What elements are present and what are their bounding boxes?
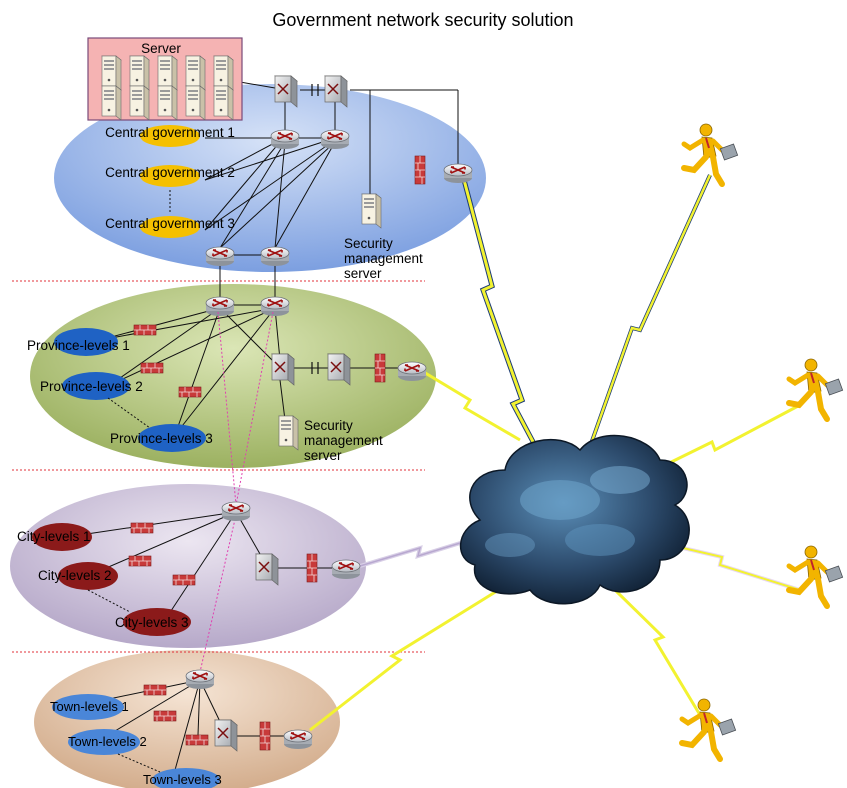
router-icon xyxy=(283,729,313,750)
router-icon xyxy=(397,361,427,382)
city-zone xyxy=(10,484,366,648)
town-level-3-label: Town-levels 3 xyxy=(143,772,222,787)
router-icon xyxy=(320,129,350,150)
firewall-icon xyxy=(172,574,196,586)
server-icon xyxy=(129,85,150,121)
server-icon xyxy=(101,85,122,121)
province-level-3-label: Province-levels 3 xyxy=(110,431,213,446)
firewall-icon xyxy=(374,353,386,383)
province-level-2-label: Province-levels 2 xyxy=(40,379,143,394)
city-level-3-label: City-levels 3 xyxy=(115,615,189,630)
central-government-nodes: Central government 1 Central government … xyxy=(105,125,235,238)
firewall-icon xyxy=(143,684,167,696)
connector-icon xyxy=(311,84,319,96)
server-icon xyxy=(213,85,234,121)
router-icon xyxy=(260,246,290,267)
firewall-icon xyxy=(153,710,177,722)
mobile-user-icon xyxy=(789,359,843,419)
mobile-user-icon xyxy=(789,546,843,606)
server-icon xyxy=(129,55,150,91)
server-icon xyxy=(361,193,382,229)
town-level-1-label: Town-levels 1 xyxy=(50,699,129,714)
diagram-title: Government network security solution xyxy=(272,10,573,30)
firewall-icon xyxy=(185,734,209,746)
server-icon xyxy=(157,85,178,121)
mobile-user-icon xyxy=(684,124,738,184)
firewall-icon xyxy=(128,555,152,567)
central-security-server-label: Security management server xyxy=(344,236,423,281)
router-icon xyxy=(270,129,300,150)
firewall-icon xyxy=(133,324,157,336)
firewall-icon xyxy=(414,155,426,185)
firewall-icon xyxy=(178,386,202,398)
mobile-user-icon xyxy=(682,699,736,759)
router-icon xyxy=(221,501,251,522)
province-nodes: Province-levels 1 Province-levels 2 Prov… xyxy=(27,328,213,452)
server-icon xyxy=(185,55,206,91)
svg-text:management: management xyxy=(304,433,383,448)
router-icon xyxy=(443,163,473,184)
server-icon xyxy=(185,85,206,121)
svg-text:Security: Security xyxy=(304,418,353,433)
province-level-1-label: Province-levels 1 xyxy=(27,338,130,353)
town-level-2-label: Town-levels 2 xyxy=(68,734,147,749)
firewall-icon xyxy=(140,362,164,374)
central-government-3-label: Central government 3 xyxy=(105,216,235,231)
svg-text:management: management xyxy=(344,251,423,266)
province-security-server-label: Security management server xyxy=(304,418,383,463)
server-icon xyxy=(101,55,122,91)
server-icon xyxy=(157,55,178,91)
connector-icon xyxy=(311,362,319,374)
router-icon xyxy=(205,246,235,267)
firewall-icon xyxy=(259,721,271,751)
firewall-icon xyxy=(306,553,318,583)
server-farm: Server xyxy=(87,37,243,121)
switch-icon xyxy=(214,719,238,752)
switch-icon xyxy=(255,553,279,586)
wan-lightning-links xyxy=(309,174,801,732)
router-icon xyxy=(205,296,235,317)
server-icon xyxy=(278,415,299,451)
city-level-2-label: City-levels 2 xyxy=(38,568,112,583)
server-icon xyxy=(213,55,234,91)
svg-text:server: server xyxy=(304,448,342,463)
city-level-1-label: City-levels 1 xyxy=(17,529,91,544)
town-nodes: Town-levels 1 Town-levels 2 Town-levels … xyxy=(50,694,222,788)
firewall-icon xyxy=(130,522,154,534)
router-icon xyxy=(331,559,361,580)
svg-text:server: server xyxy=(344,266,382,281)
tier-dividers xyxy=(12,280,425,653)
internet-cloud-icon xyxy=(459,434,690,605)
province-zone xyxy=(30,284,436,468)
central-government-2-label: Central government 2 xyxy=(105,165,235,180)
switch-icon xyxy=(324,75,348,108)
vpn-links xyxy=(199,311,274,673)
server-box-label: Server xyxy=(141,41,181,56)
central-government-1-label: Central government 1 xyxy=(105,125,235,140)
city-nodes: City-levels 1 City-levels 2 City-levels … xyxy=(17,523,191,636)
router-icon xyxy=(260,296,290,317)
router-icon xyxy=(185,669,215,690)
svg-text:Security: Security xyxy=(344,236,393,251)
switch-icon xyxy=(274,75,298,108)
